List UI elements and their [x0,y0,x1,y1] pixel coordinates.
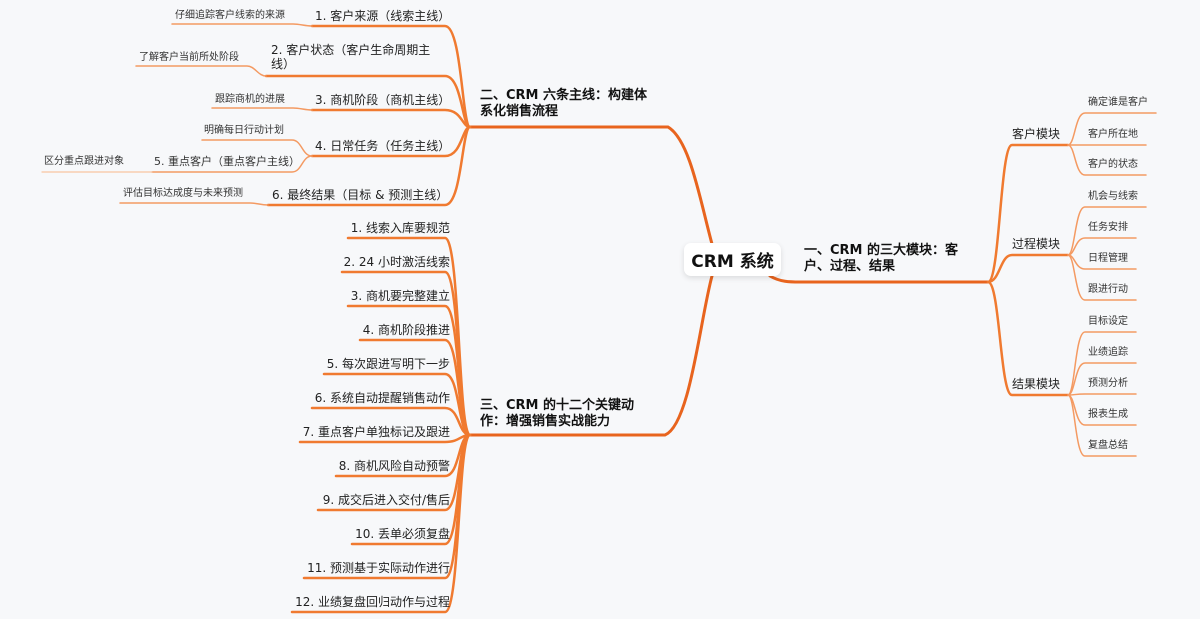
action-node[interactable]: 9. 成交后进入交付/售后 [322,493,450,507]
leaf-node[interactable]: 复盘总结 [1088,440,1128,451]
branch-2-node[interactable]: 二、CRM 六条主线：构建体 系化销售流程 [480,88,647,119]
node-customer-module[interactable]: 客户模块 [1012,127,1061,141]
action-node[interactable]: 4. 商机阶段推进 [362,323,450,337]
mainline-node[interactable]: 1. 客户来源（线索主线） [315,9,451,23]
branch-2-label-line2: 系化销售流程 [480,103,559,119]
note-node[interactable]: 区分重点跟进对象 [44,156,124,167]
action-node[interactable]: 11. 预测基于实际动作进行 [307,561,450,575]
branch-3-label-line2: 作：增强销售实战能力 [480,413,611,429]
branch-1-node[interactable]: 一、CRM 的三大模块：客 户、过程、结果 [804,243,958,274]
mainline-node[interactable]: 4. 日常任务（任务主线） [315,139,451,153]
action-node[interactable]: 12. 业绩复盘回归动作与过程 [295,595,450,609]
leaf-node[interactable]: 任务安排 [1088,222,1128,233]
note-node[interactable]: 评估目标达成度与未来预测 [123,188,243,199]
root-node[interactable]: CRM 系统 [684,243,781,276]
action-node[interactable]: 3. 商机要完整建立 [350,289,450,303]
leaf-node[interactable]: 日程管理 [1088,253,1128,264]
mainline-node[interactable]: 5. 重点客户（重点客户主线） [154,155,300,168]
branch-1-label-line1: 一、CRM 的三大模块：客 [804,243,959,258]
action-node[interactable]: 5. 每次跟进写明下一步 [326,357,450,371]
mainline-label-line1: 2. 客户状态（客户生命周期主 [271,43,431,57]
branch-1-label-line2: 户、过程、结果 [804,258,896,274]
action-node[interactable]: 1. 线索入库要规范 [350,221,450,235]
leaf-node[interactable]: 确定谁是客户 [1088,97,1148,108]
note-node[interactable]: 明确每日行动计划 [204,125,284,136]
leaf-node[interactable]: 跟进行动 [1088,284,1128,295]
leaf-node[interactable]: 目标设定 [1088,316,1128,327]
link-root-b3 [468,274,714,437]
branch-3-label-line1: 三、CRM 的十二个关键动 [480,398,635,413]
leaf-node[interactable]: 预测分析 [1088,378,1128,389]
action-node[interactable]: 2. 24 小时激活线索 [343,255,450,269]
branch-2-label-line1: 二、CRM 六条主线：构建体 [480,88,648,103]
mainline-node[interactable]: 2. 客户状态（客户生命周期主 线） [271,43,430,72]
action-node[interactable]: 10. 丢单必须复盘 [355,527,450,541]
mainline-node[interactable]: 6. 最终结果（目标 & 预测主线） [272,188,449,202]
note-node[interactable]: 了解客户当前所处阶段 [139,52,239,63]
leaf-node[interactable]: 客户的状态 [1088,159,1138,170]
note-node[interactable]: 仔细追踪客户线索的来源 [175,10,285,21]
node-process-module[interactable]: 过程模块 [1012,237,1061,251]
link-root-b1 [768,274,990,284]
note-node[interactable]: 跟踪商机的进展 [215,94,285,105]
action-node[interactable]: 7. 重点客户单独标记及跟进 [302,425,450,439]
root-label: CRM 系统 [691,252,774,272]
mainline-node[interactable]: 3. 商机阶段（商机主线） [315,93,451,107]
node-result-module[interactable]: 结果模块 [1012,377,1061,391]
leaf-node[interactable]: 机会与线索 [1088,191,1138,202]
action-node[interactable]: 6. 系统自动提醒销售动作 [314,391,450,405]
leaf-node[interactable]: 业绩追踪 [1088,347,1128,358]
mainline-label-line2: 线） [271,57,296,72]
leaf-node[interactable]: 报表生成 [1088,409,1128,420]
branch-3-node[interactable]: 三、CRM 的十二个关键动 作：增强销售实战能力 [480,398,634,429]
action-node[interactable]: 8. 商机风险自动预警 [338,459,450,473]
leaf-node[interactable]: 客户所在地 [1088,129,1138,140]
link-root-b2 [468,125,714,246]
